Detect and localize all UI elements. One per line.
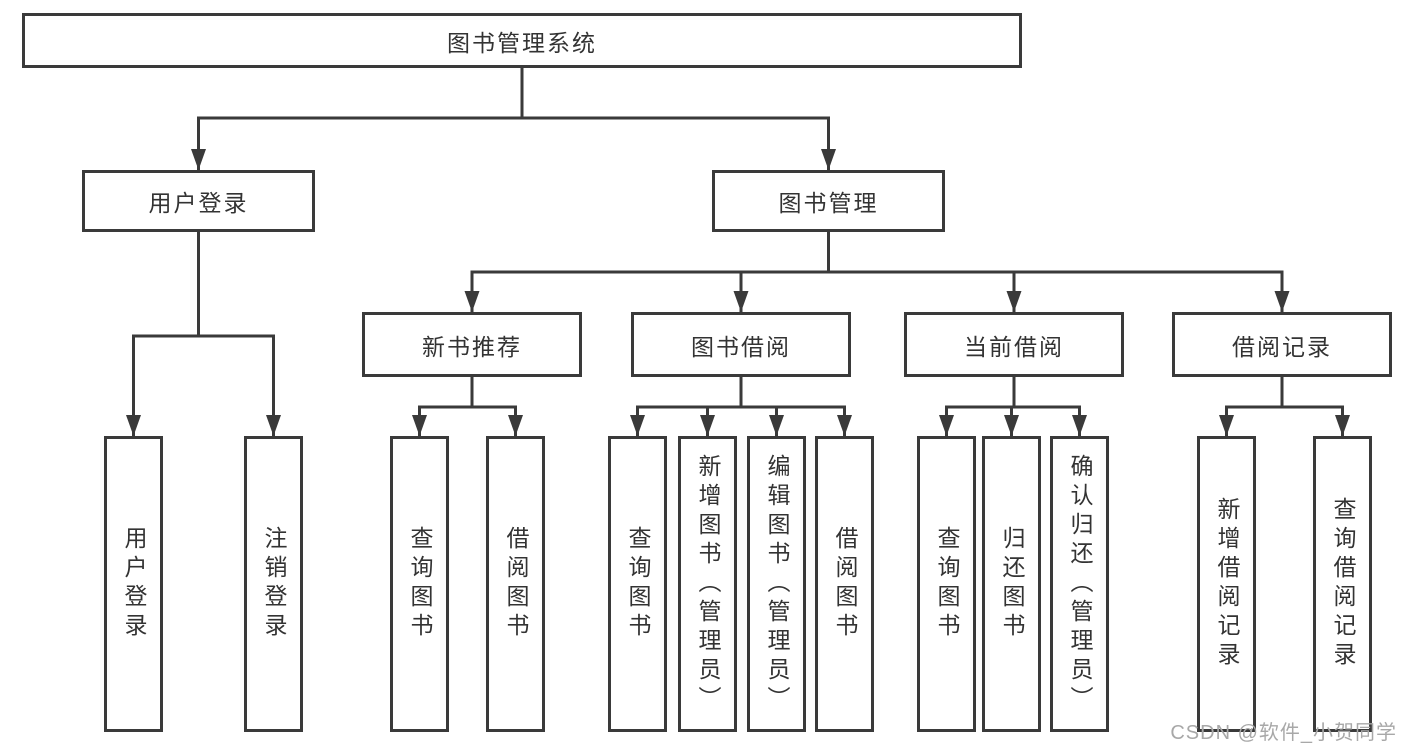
node-book-management: 图书管理 xyxy=(712,170,945,232)
leaf-query-borrow-record-label: 查询借阅记录 xyxy=(1330,497,1356,671)
node-user-login: 用户登录 xyxy=(82,170,315,232)
node-root-label: 图书管理系统 xyxy=(447,29,597,56)
leaf-return-book-label: 归还图书 xyxy=(999,526,1025,642)
node-borrow-records-label: 借阅记录 xyxy=(1232,333,1332,360)
node-current-borrow-label: 当前借阅 xyxy=(964,333,1064,360)
leaf-query-books-current-label: 查询图书 xyxy=(934,526,960,642)
leaf-query-borrow-record: 查询借阅记录 xyxy=(1313,436,1372,732)
leaf-borrow-books-recommend: 借阅图书 xyxy=(486,436,545,732)
node-current-borrow: 当前借阅 xyxy=(904,312,1124,377)
node-book-management-label: 图书管理 xyxy=(778,190,879,216)
leaf-query-books-borrow-label: 查询图书 xyxy=(625,526,651,642)
leaf-borrow-books: 借阅图书 xyxy=(815,436,874,732)
node-root: 图书管理系统 xyxy=(22,13,1022,68)
node-user-login-label: 用户登录 xyxy=(148,190,249,216)
leaf-user-login: 用户登录 xyxy=(104,436,163,732)
leaf-confirm-return-admin: 确认归还（管理员） xyxy=(1050,436,1109,732)
leaf-logout-label: 注销登录 xyxy=(261,526,287,642)
node-new-book-recommend: 新书推荐 xyxy=(362,312,582,377)
leaf-borrow-books-recommend-label: 借阅图书 xyxy=(503,526,529,642)
leaf-add-book-admin-label: 新增图书（管理员） xyxy=(695,453,721,715)
node-book-borrow: 图书借阅 xyxy=(631,312,851,377)
leaf-user-login-label: 用户登录 xyxy=(121,526,147,642)
leaf-add-borrow-record-label: 新增借阅记录 xyxy=(1214,497,1240,671)
leaf-query-books-recommend-label: 查询图书 xyxy=(407,526,433,642)
leaf-query-books-current: 查询图书 xyxy=(917,436,976,732)
leaf-add-book-admin: 新增图书（管理员） xyxy=(678,436,737,732)
watermark: CSDN @软件_小贺同学 xyxy=(1170,722,1397,744)
leaf-query-books-recommend: 查询图书 xyxy=(390,436,449,732)
leaf-edit-book-admin: 编辑图书（管理员） xyxy=(747,436,806,732)
node-book-borrow-label: 图书借阅 xyxy=(691,333,791,360)
node-borrow-records: 借阅记录 xyxy=(1172,312,1392,377)
leaf-confirm-return-admin-label: 确认归还（管理员） xyxy=(1067,453,1093,715)
leaf-query-books-borrow: 查询图书 xyxy=(608,436,667,732)
leaf-borrow-books-label: 借阅图书 xyxy=(832,526,858,642)
node-new-book-recommend-label: 新书推荐 xyxy=(422,333,522,360)
leaf-return-book: 归还图书 xyxy=(982,436,1041,732)
leaf-logout: 注销登录 xyxy=(244,436,303,732)
leaf-edit-book-admin-label: 编辑图书（管理员） xyxy=(764,453,790,715)
leaf-add-borrow-record: 新增借阅记录 xyxy=(1197,436,1256,732)
